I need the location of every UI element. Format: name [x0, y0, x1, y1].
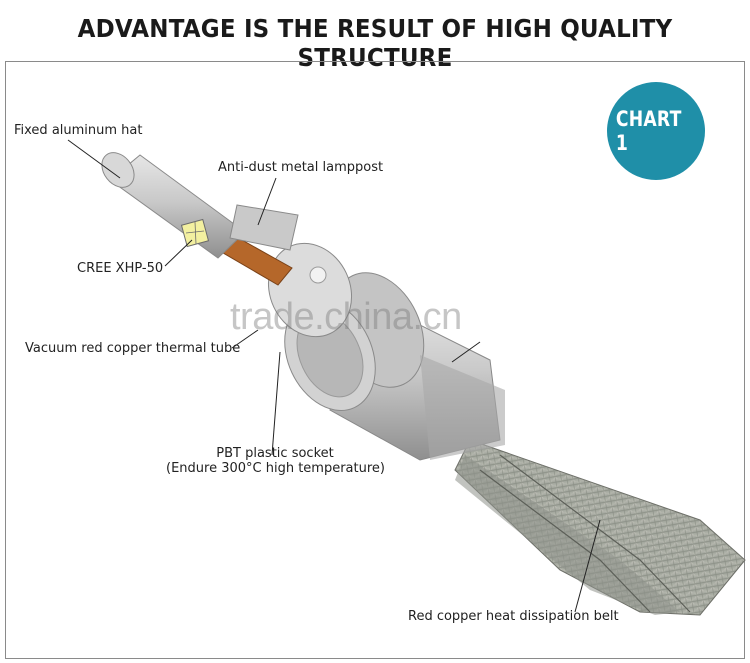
bulb-base-body: [329, 272, 505, 461]
label-fixed-aluminum-hat: Fixed aluminum hat: [14, 123, 143, 138]
chart-badge: CHART 1: [607, 82, 705, 180]
label-anti-dust-lamppost: Anti-dust metal lamppost: [218, 160, 384, 175]
label-pbt-socket-line1: PBT plastic socket: [216, 446, 334, 461]
label-thermal-tube: Vacuum red copper thermal tube: [25, 341, 241, 356]
page-headline: ADVANTAGE IS THE RESULT OF HIGH QUALITY …: [77, 14, 673, 72]
leader-lines: [67, 139, 601, 613]
chart-badge-label: CHART 1: [615, 107, 682, 155]
led-chip: [180, 218, 210, 248]
heat-dissipation-belt: [454, 439, 746, 616]
label-pbt-socket: PBT plastic socket (Endure 300°C high te…: [166, 446, 385, 476]
metal-lamppost-plate: [229, 204, 299, 251]
diagram-frame: [5, 61, 745, 659]
watermark-text: trade.china.cn: [230, 296, 462, 338]
label-heat-dissipation-belt: Red copper heat dissipation belt: [408, 609, 619, 624]
label-cree-xhp50: CREE XHP-50: [77, 261, 164, 276]
label-pbt-socket-line2: (Endure 300°C high temperature): [166, 461, 385, 476]
